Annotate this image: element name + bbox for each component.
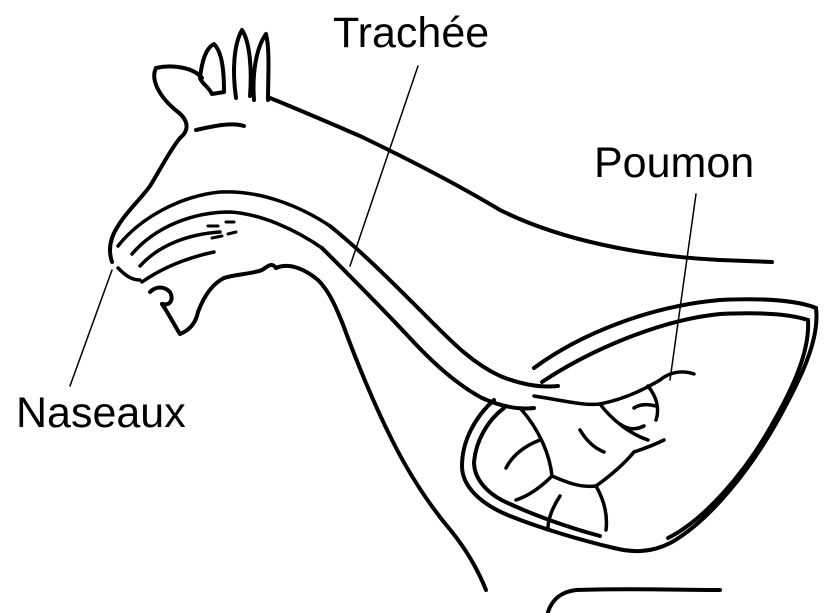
nostrils-label: Naseaux [16,392,186,435]
trachea-label: Trachée [333,12,489,55]
trachea [322,226,558,409]
nostrils-leader [70,270,112,386]
bronchi [506,372,694,530]
lung [462,299,817,551]
body-outline [548,589,720,612]
leader-lines [70,66,696,386]
mouth [150,265,342,334]
ears [200,30,269,100]
trachea-leader [350,66,418,266]
lung-label: Poumon [594,142,754,185]
lung-leader [670,194,696,380]
